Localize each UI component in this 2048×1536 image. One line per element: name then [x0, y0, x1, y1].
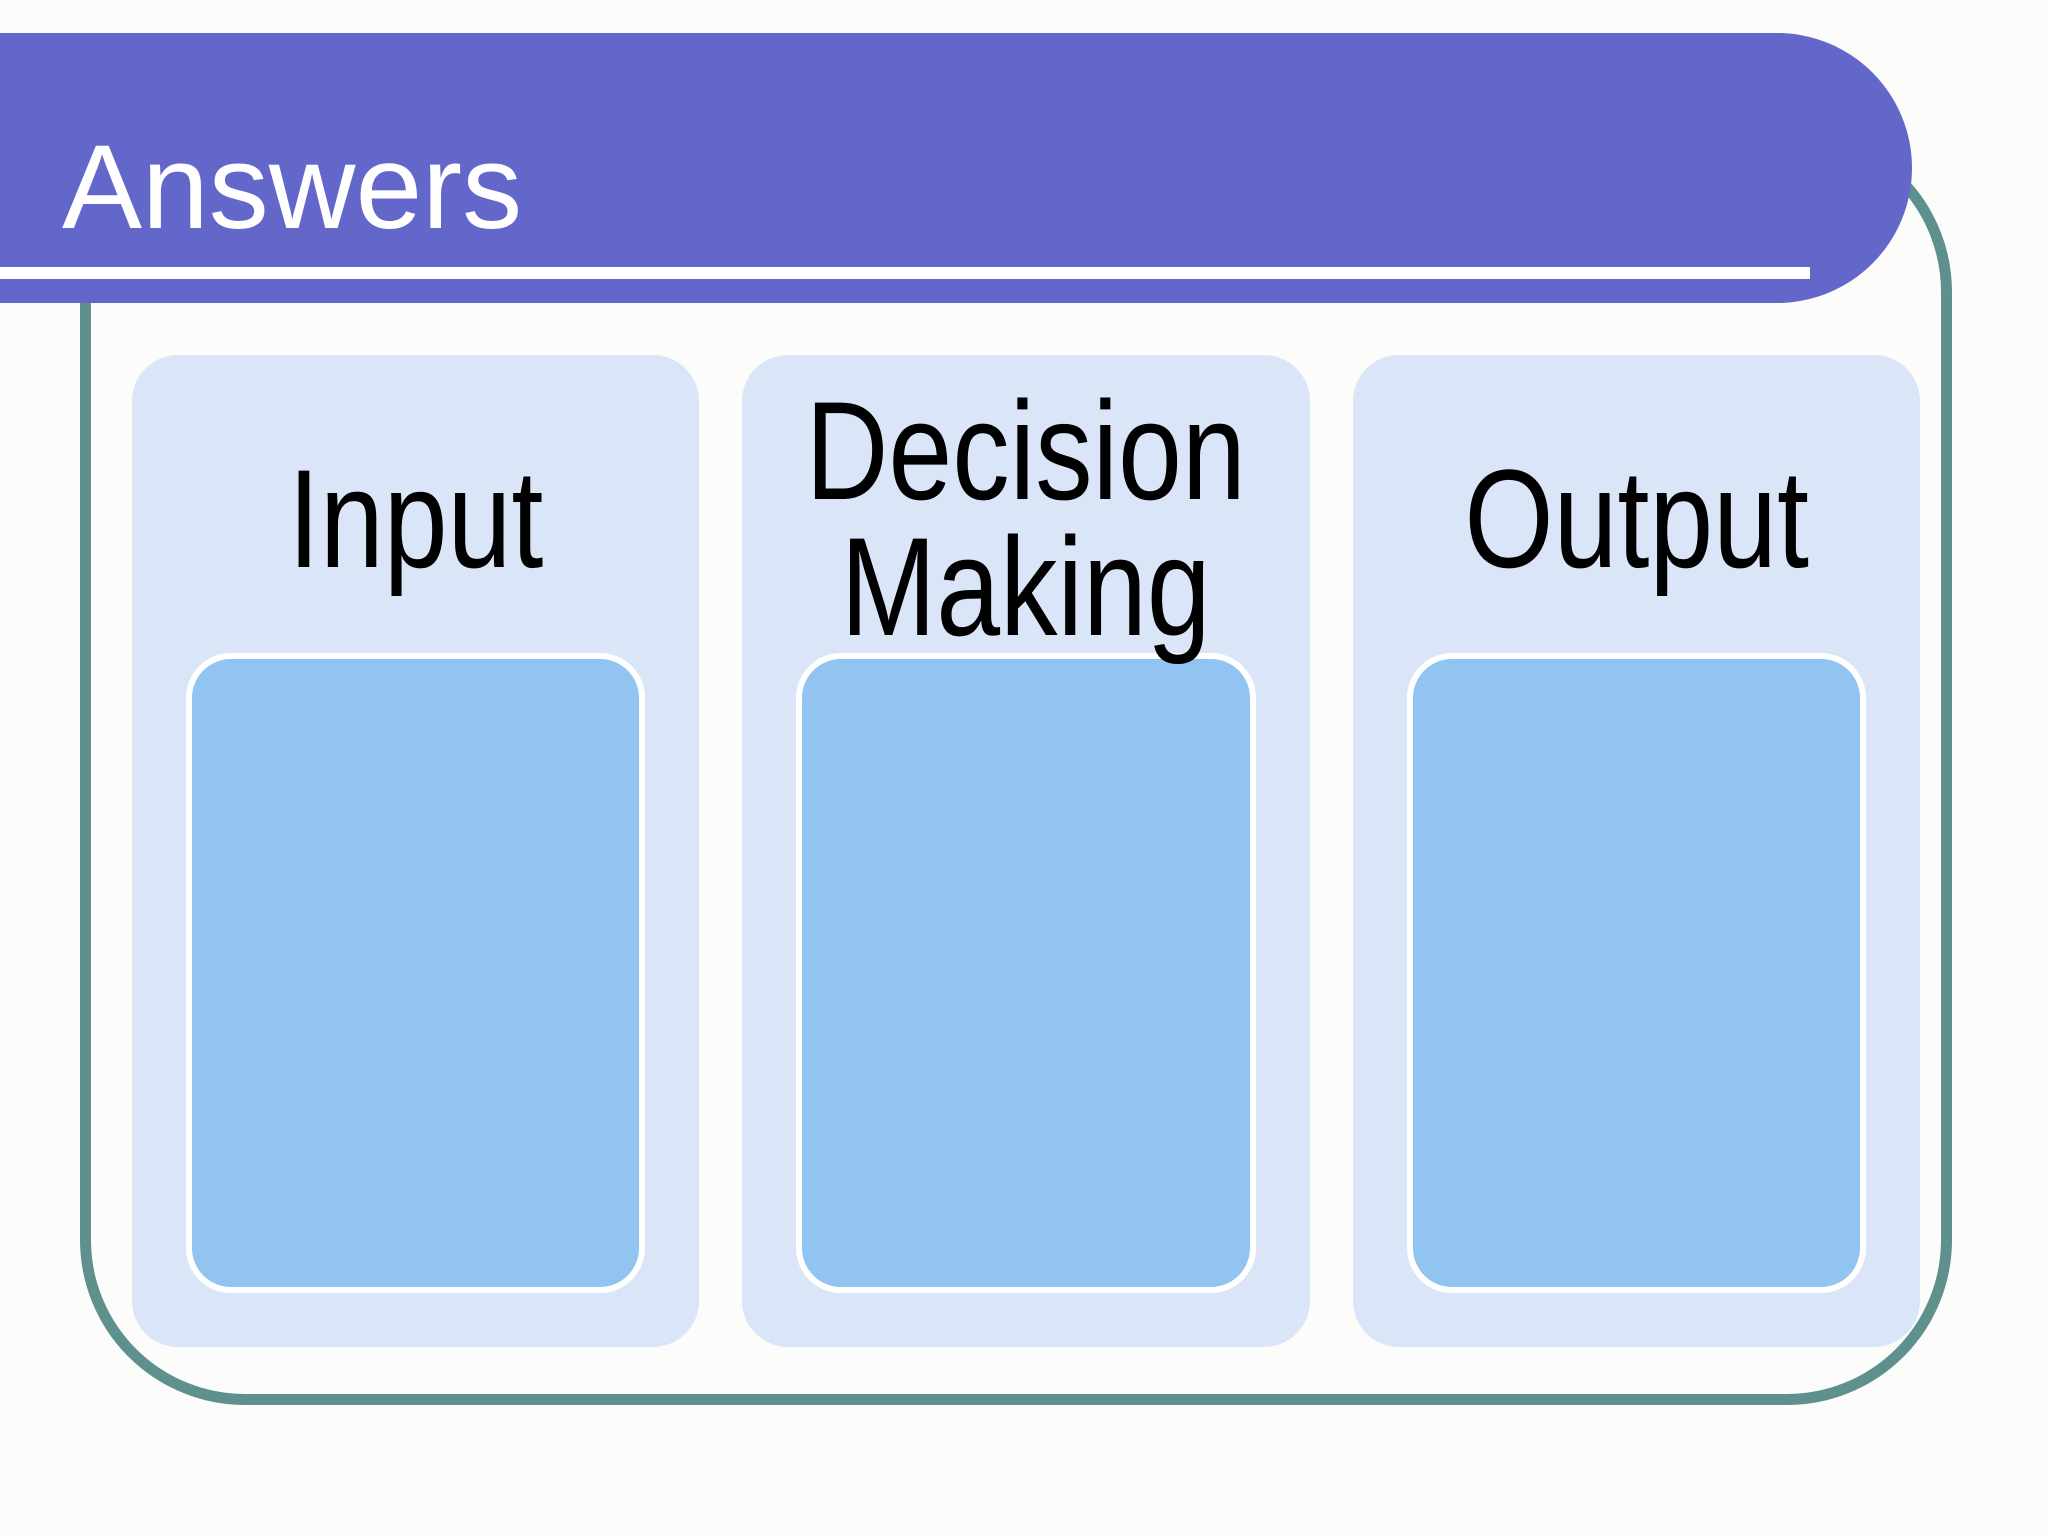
- column-output: Output: [1352, 355, 1920, 1347]
- title-banner: Answers: [0, 33, 1912, 303]
- column-output-panel: [1406, 653, 1866, 1293]
- title-underline: [0, 267, 1810, 279]
- slide-title: Answers: [62, 120, 523, 254]
- columns-row: Input Decision Making Output: [132, 355, 1920, 1347]
- column-decision-making-label: Decision Making: [805, 372, 1247, 665]
- column-decision-making-panel: [796, 653, 1256, 1293]
- column-output-label: Output: [1463, 440, 1809, 598]
- column-input-panel: [186, 653, 646, 1293]
- column-decision-making: Decision Making: [742, 355, 1310, 1347]
- column-input: Input: [132, 355, 700, 1347]
- column-input-label: Input: [287, 440, 544, 598]
